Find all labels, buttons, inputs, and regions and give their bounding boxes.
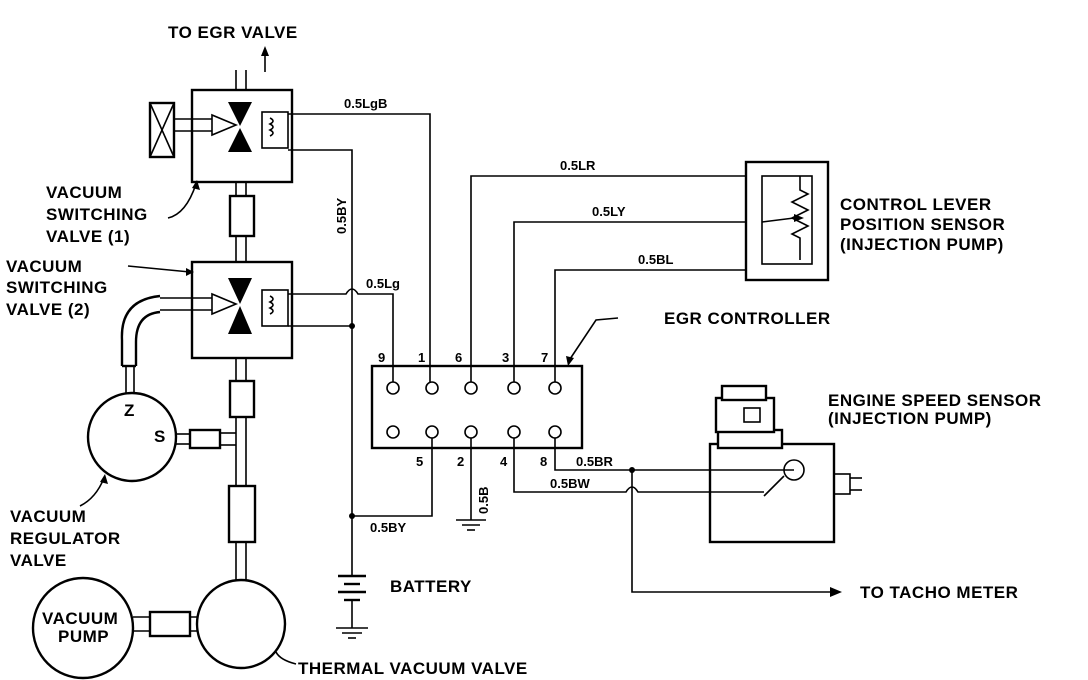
engine-speed-label-2: (INJECTION PUMP) [828, 409, 992, 428]
vsv1-label-1: VACUUM [46, 183, 122, 202]
to-tacho-meter-label: TO TACHO METER [860, 583, 1018, 602]
port-s-label: S [154, 427, 166, 446]
hose-connectors [176, 194, 257, 544]
wire-lr: 0.5LR [560, 158, 596, 173]
pin-9: 9 [378, 350, 385, 365]
wire-by-vertical: 0.5BY [334, 198, 349, 234]
pin-6: 6 [455, 350, 462, 365]
pin-1: 1 [418, 350, 425, 365]
vacuum-regulator-label-2: REGULATOR [10, 529, 121, 548]
pin-8: 8 [540, 454, 547, 469]
pin-4: 4 [500, 454, 508, 469]
wire-by-bottom: 0.5BY [370, 520, 406, 535]
vacuum-pump-label-2: PUMP [58, 627, 109, 646]
battery-label: BATTERY [390, 577, 472, 596]
vsv2-label-1: VACUUM [6, 257, 82, 276]
wire-bl: 0.5BL [638, 252, 673, 267]
egr-controller [370, 364, 584, 450]
vsv1-label-3: VALVE (1) [46, 227, 130, 246]
to-egr-valve-label: TO EGR VALVE [168, 23, 298, 42]
vacuum-switching-valve-2 [160, 260, 294, 360]
wire-b: 0.5B [476, 487, 491, 514]
wire-lg: 0.5Lg [366, 276, 400, 291]
control-lever-label-2: POSITION SENSOR [840, 215, 1005, 234]
pin-2: 2 [457, 454, 464, 469]
thermal-vacuum-valve-label: THERMAL VACUUM VALVE [298, 659, 528, 678]
vacuum-regulator-valve: Z S [86, 391, 178, 483]
vacuum-pump: VACUUM PUMP [31, 576, 135, 680]
engine-speed-sensor [708, 384, 862, 544]
vacuum-pump-label-1: VACUUM [42, 609, 118, 628]
control-lever-label-1: CONTROL LEVER [840, 195, 992, 214]
wire-bw: 0.5BW [550, 476, 590, 491]
pin-7: 7 [541, 350, 548, 365]
vacuum-regulator-label-3: VALVE [10, 551, 67, 570]
leader-lines [79, 180, 619, 665]
pin-5: 5 [416, 454, 423, 469]
wire-lgb: 0.5LgB [344, 96, 387, 111]
pump-to-tvv-hose [133, 610, 200, 638]
port-z-label: Z [124, 401, 135, 420]
engine-speed-label-1: ENGINE SPEED SENSOR [828, 391, 1042, 410]
regulator-z-hose [120, 294, 161, 396]
vsv2-label-2: SWITCHING [6, 278, 108, 297]
vsv2-label-3: VALVE (2) [6, 300, 90, 319]
wiring [288, 113, 842, 639]
wire-br: 0.5BR [576, 454, 613, 469]
control-lever-label-3: (INJECTION PUMP) [840, 235, 1004, 254]
vsv1-label-2: SWITCHING [46, 205, 148, 224]
pin-3: 3 [502, 350, 509, 365]
egr-controller-label: EGR CONTROLLER [664, 309, 831, 328]
wire-ly: 0.5LY [592, 204, 626, 219]
thermal-vacuum-valve [195, 578, 287, 670]
vacuum-switching-valve-1 [148, 88, 294, 184]
control-lever-position-sensor [744, 160, 830, 282]
vacuum-regulator-label-1: VACUUM [10, 507, 86, 526]
